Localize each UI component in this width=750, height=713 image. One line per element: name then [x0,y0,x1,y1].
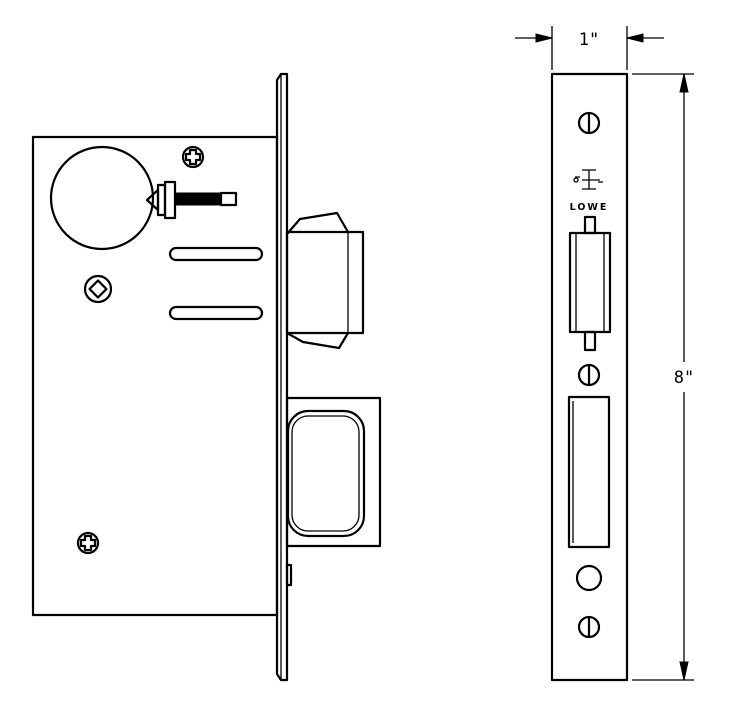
auxiliary-bolt [285,396,382,548]
slot-upper [168,246,264,262]
latch-opening [568,215,612,352]
latch-bolt [285,211,365,350]
slotted-screw-icon [577,363,601,387]
faceplate-front [550,72,629,682]
slotted-screw-icon [577,615,601,639]
height-dimension: 8" [632,73,694,681]
height-dimension-label: 8" [674,368,694,388]
bolt-opening [567,395,611,549]
faceplate-tab [285,563,293,587]
cam-diamond-icon [83,274,113,304]
width-dimension: 1" [515,26,664,70]
brand-logo-monogram [573,169,603,190]
faceplate-hole [575,564,603,592]
width-dimension-label: 1" [579,30,599,50]
phillips-screw-icon [181,145,205,169]
set-screw-detail [145,180,238,220]
front-view: LOWE [550,72,629,682]
faceplate-side [275,72,289,682]
side-view [31,72,382,682]
slotted-screw-icon [577,111,601,135]
hub-circle [49,145,155,251]
slot-lower [168,305,264,321]
brand-name: LOWE [570,202,609,213]
phillips-screw-icon [76,531,100,555]
